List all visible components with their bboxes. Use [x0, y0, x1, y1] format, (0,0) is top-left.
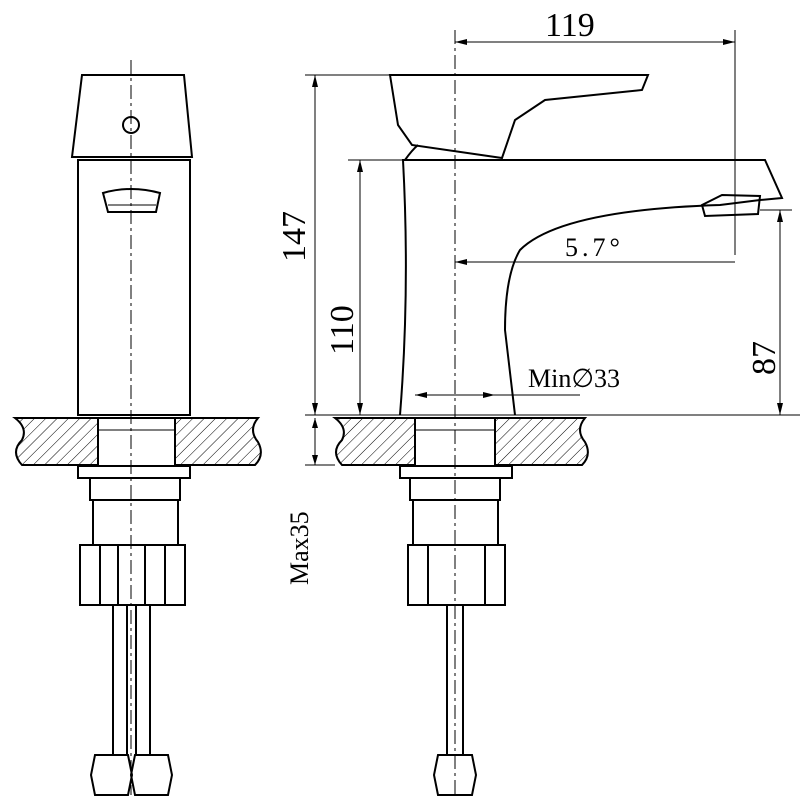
side-view [332, 30, 784, 796]
hex-nut-left [89, 754, 134, 796]
aerator [700, 193, 762, 218]
front-body [77, 159, 191, 416]
dim-height-110: 110 [324, 305, 361, 355]
dim-width-119: 119 [545, 7, 595, 44]
front-mount-nut [97, 417, 176, 467]
dimension-lines: 119 147 110 87 5.7° Min∅33 Max35 [276, 7, 800, 585]
front-hose-left [112, 604, 128, 756]
front-ribbed-nut [79, 544, 186, 606]
front-hose-right [135, 604, 151, 756]
side-ribbed-nut [407, 544, 506, 606]
front-handle [70, 74, 194, 158]
dim-min-hole: Min∅33 [528, 364, 620, 393]
front-counter-section [12, 417, 262, 466]
front-washer [77, 465, 191, 479]
side-counter-section [332, 417, 589, 466]
dim-height-87: 87 [746, 341, 783, 375]
dim-max-thickness: Max35 [285, 511, 314, 585]
handle-indicator [122, 116, 140, 134]
side-hex-nut [432, 754, 478, 796]
hex-nut-right [129, 754, 174, 796]
front-lever-base [101, 188, 162, 213]
side-body-spout [399, 159, 784, 416]
front-view [12, 60, 262, 796]
dim-height-147: 147 [276, 211, 313, 262]
side-handle [388, 74, 650, 160]
dim-angle: 5.7° [565, 233, 624, 262]
